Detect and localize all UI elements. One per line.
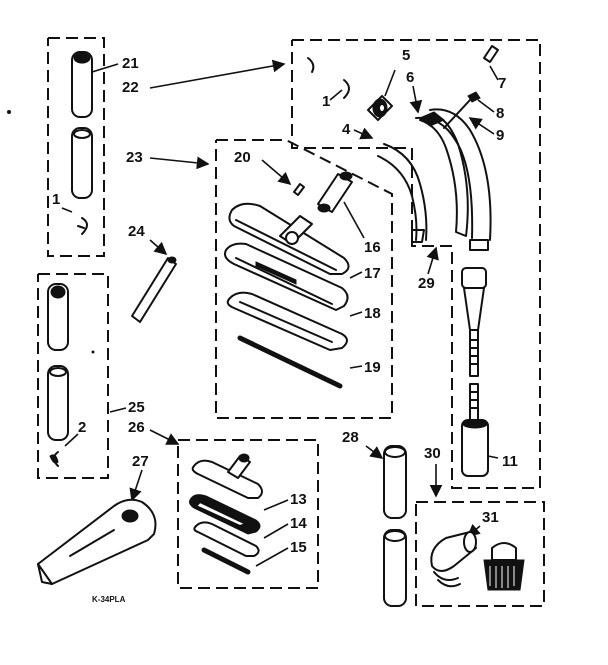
clip-small-b [343, 79, 350, 99]
callout-26: 26 [128, 419, 145, 436]
crevice-adapter [430, 531, 477, 588]
callout-9: 9 [496, 127, 504, 144]
callout-25: 25 [128, 399, 145, 416]
callout-11: 11 [502, 453, 518, 470]
callout-2: 2 [78, 419, 86, 436]
callout-1-hose: 1 [322, 93, 330, 110]
brush-head [228, 202, 350, 275]
coupling-5 [367, 95, 393, 121]
callout-31: 31 [482, 509, 499, 526]
small-brush-head [191, 453, 263, 499]
callout-4: 4 [342, 121, 351, 138]
callout-6: 6 [406, 69, 414, 86]
callout-17: 17 [364, 265, 381, 282]
callout-15: 15 [290, 539, 307, 556]
brush-strip-15 [201, 547, 251, 575]
callout-19: 19 [364, 359, 381, 376]
bumper-17 [224, 242, 349, 311]
callout-24: 24 [128, 223, 145, 240]
callout-30: 30 [424, 445, 441, 462]
bumper-13 [189, 494, 261, 535]
brush-strip-19 [237, 335, 343, 389]
callout-7: 7 [498, 75, 506, 92]
callout-21: 21 [122, 55, 139, 72]
pin-20 [293, 183, 305, 196]
callout-1-upper: 1 [52, 191, 60, 208]
wand-kit-21-group: 1 [47, 37, 105, 257]
callout-14: 14 [290, 515, 307, 532]
clip-small-a [307, 57, 315, 73]
group-box-25 [37, 273, 109, 479]
callout-28: 28 [342, 429, 359, 446]
extension-wand-28-upper [383, 445, 407, 519]
callout-20: 20 [234, 149, 251, 166]
callout-16: 16 [364, 239, 381, 256]
upholstery-nozzle-27 [37, 498, 157, 585]
crevice-tube-24: 24 [128, 223, 177, 323]
stray-mark [7, 110, 11, 114]
wand-tube-b [47, 365, 69, 441]
hose-tubes [377, 99, 492, 251]
callout-18: 18 [364, 305, 381, 322]
callout-29: 29 [418, 275, 435, 292]
callout-27: 27 [132, 453, 149, 470]
group-box-21 [47, 37, 105, 257]
wand-kit-25-group: 2 [37, 273, 109, 479]
group-box-22 [291, 39, 541, 489]
hose-assembly-22-group: 1 5 6 4 7 8 9 [291, 39, 541, 489]
group-box-26 [177, 439, 319, 589]
gasket-18 [226, 291, 348, 351]
swivel-neck-16 [317, 171, 353, 213]
gasket-14 [193, 521, 260, 557]
figure-code: K-34PLA [92, 595, 126, 604]
callout-8: 8 [496, 105, 504, 122]
floor-brush-23-group: 20 16 17 18 [215, 139, 393, 419]
wand-tube-upper [71, 51, 93, 118]
clip-7 [483, 45, 499, 63]
dusting-brush-31 [483, 542, 525, 591]
extension-wand-28-lower [383, 529, 407, 607]
clip-1-upper [77, 217, 88, 235]
wand-tube-lower [71, 127, 93, 199]
callout-23: 23 [126, 149, 143, 166]
group-box-23 [215, 139, 393, 419]
telescoping-wand-11 [461, 267, 489, 477]
dusting-kit-30-group: 30 31 [415, 445, 545, 607]
callout-13: 13 [290, 491, 307, 508]
screw-8 [467, 91, 481, 103]
callout-22: 22 [122, 79, 139, 96]
callout-5: 5 [402, 47, 410, 64]
brush-kit-26-group: 13 14 15 [177, 439, 319, 589]
wand-tube-a [47, 283, 69, 351]
